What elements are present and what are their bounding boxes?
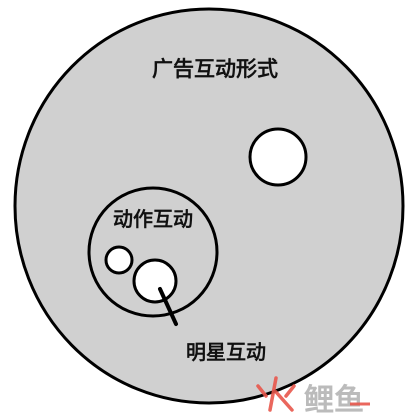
inner-circle: [87, 186, 219, 318]
watermark-flame-icon: [256, 376, 296, 412]
celebrity-subset-circle: [132, 258, 178, 304]
outer-circle-label: 广告互动形式: [152, 57, 278, 81]
empty-subset-circle-right: [248, 127, 308, 187]
watermark-text: 鲤鱼: [304, 383, 364, 417]
outer-circle: [13, 7, 405, 405]
pointer-label: 明星互动: [186, 340, 266, 364]
pointer-line: [158, 287, 178, 326]
watermark-logo: 鲤鱼: [256, 376, 370, 417]
small-subset-circle: [104, 245, 134, 275]
inner-circle-label: 动作互动: [113, 207, 193, 231]
